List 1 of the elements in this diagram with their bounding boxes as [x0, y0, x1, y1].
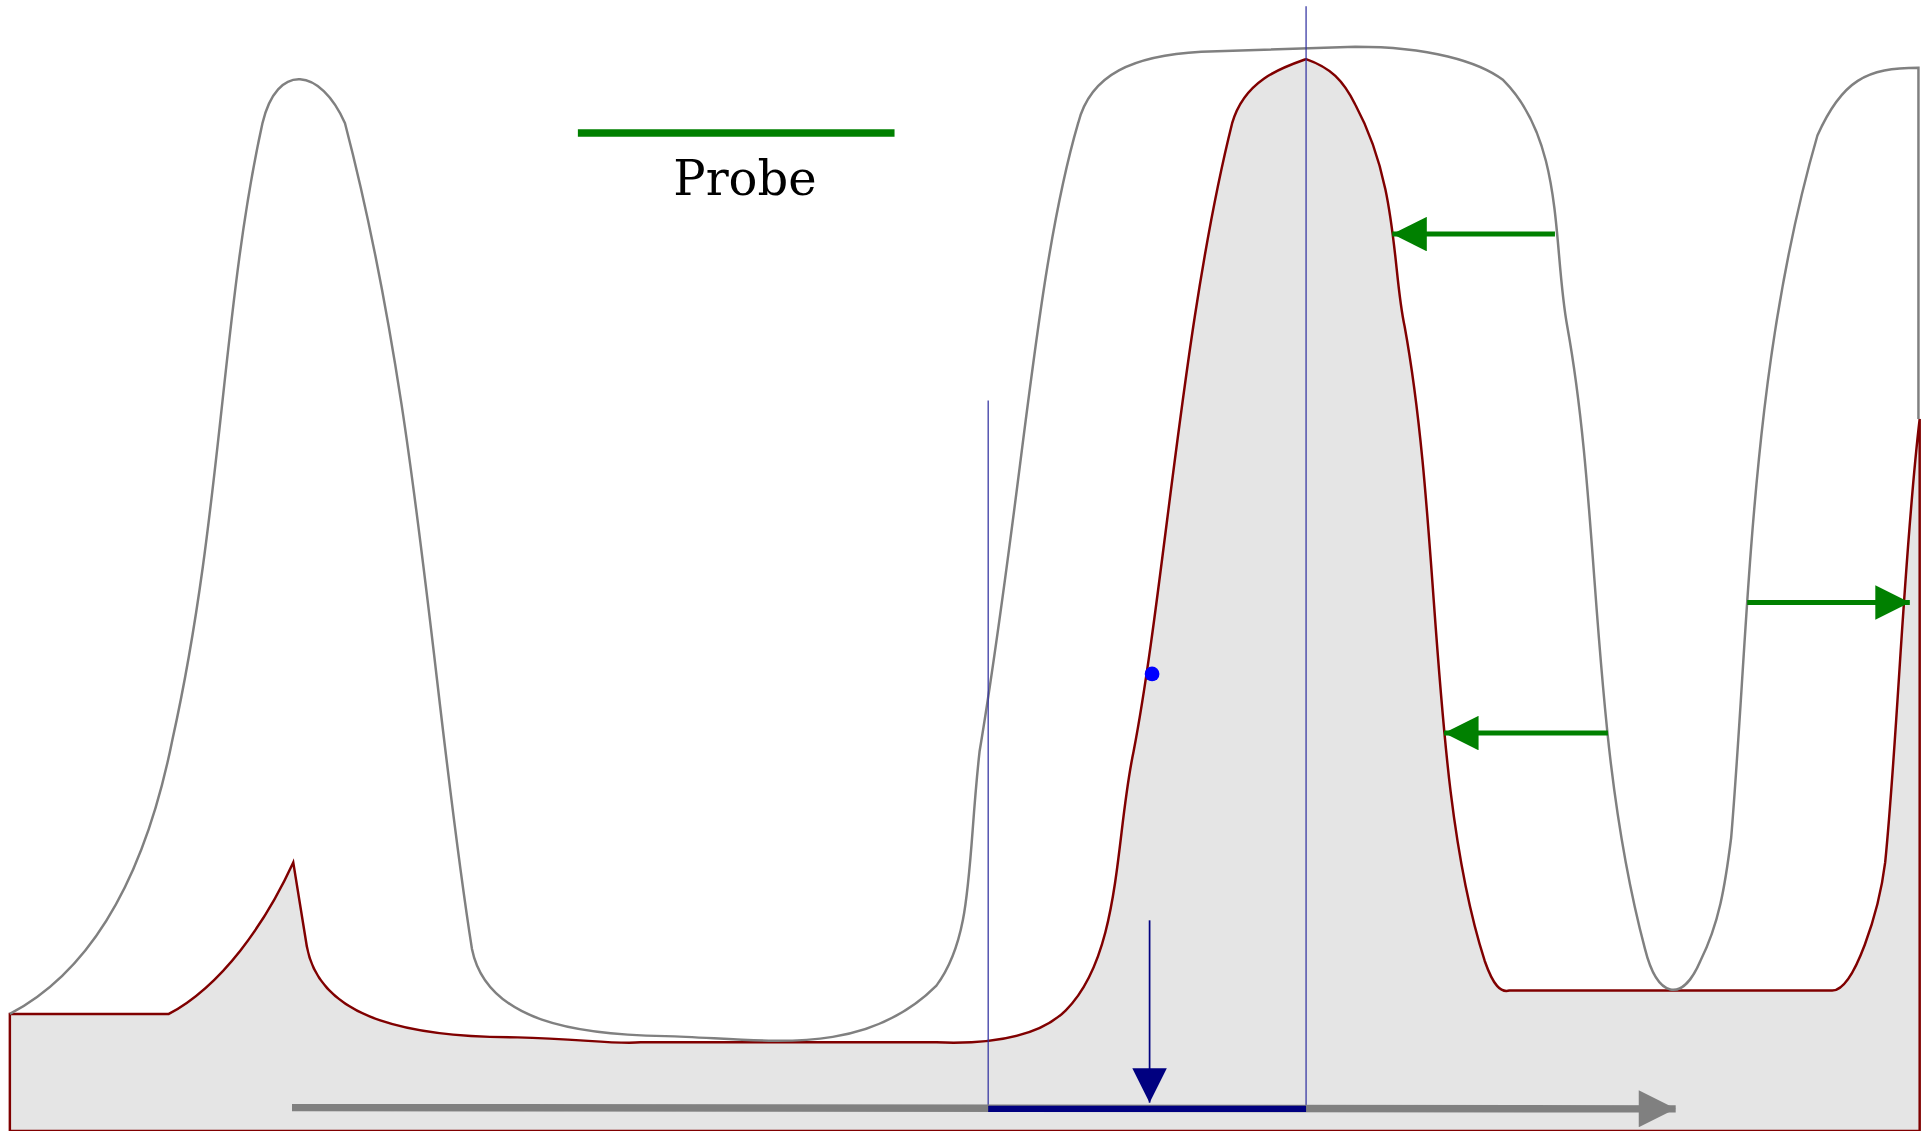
probe-label: Probe	[673, 150, 817, 206]
